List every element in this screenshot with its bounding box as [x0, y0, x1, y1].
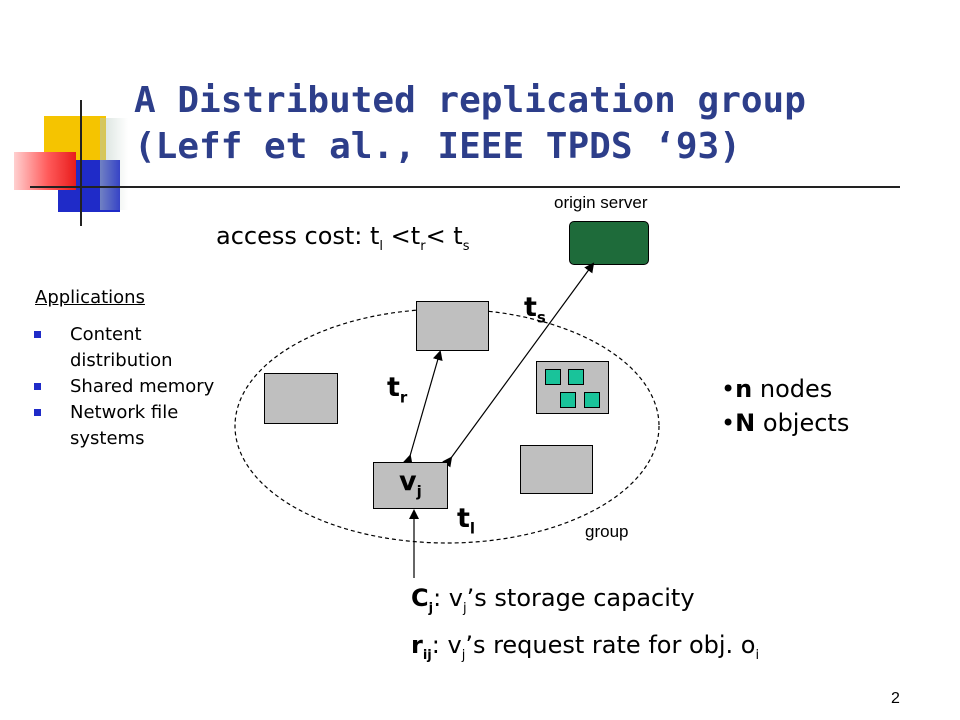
capacity-definitions: Cj: vj’s storage capacity rij: vj’s requ… [411, 580, 759, 674]
title-underline [30, 186, 900, 188]
node-vj [373, 462, 448, 509]
ts-main: t [524, 292, 537, 323]
info-line-nodes: •n nodes [721, 375, 833, 403]
nodes-info: •n nodes •N objects [721, 372, 849, 440]
list-item-text: Content distribution [70, 324, 173, 371]
origin-server-box [569, 221, 649, 265]
node-left [264, 373, 338, 424]
ts-label: ts [524, 292, 546, 326]
slide-title: A Distributed replication group (Leff et… [134, 78, 914, 170]
list-item: Shared memory [34, 374, 244, 400]
tl-label: tl [457, 503, 475, 537]
info-n: n [735, 375, 753, 403]
request-rate-line: rij: vj’s request rate for obj. oi [411, 627, 759, 674]
r-sub3: i [755, 647, 760, 663]
node-with-objects [536, 361, 609, 414]
info-objects-text: objects [755, 409, 850, 437]
c-sub: j [428, 600, 434, 616]
c-main: C [411, 584, 429, 612]
group-label: group [585, 522, 629, 541]
object-square [568, 369, 584, 385]
list-item-text: Network file systems [70, 402, 179, 449]
tr-arrow [402, 350, 443, 466]
decor-red-square [14, 152, 76, 190]
decor-vertical-line [80, 100, 82, 226]
vj-sub: j [416, 482, 422, 501]
r-main: r [411, 630, 423, 659]
list-item: Content distribution [34, 322, 244, 374]
page-number: 2 [891, 690, 900, 707]
info-nodes-text: nodes [752, 375, 833, 403]
tr-label: tr [387, 372, 407, 406]
object-square [545, 369, 561, 385]
tr-main: t [387, 372, 400, 403]
bullet-icon [34, 331, 41, 338]
title-line-1: A Distributed replication group [134, 80, 806, 121]
r-text-a: : v [431, 630, 462, 659]
list-item: Network file systems [34, 400, 244, 452]
origin-server-label: origin server [554, 193, 648, 212]
access-cost: access cost: tl <tr< ts [216, 222, 470, 254]
capacity-line: Cj: vj’s storage capacity [411, 580, 759, 627]
c-sub2: j [463, 600, 467, 616]
bullet-icon [34, 409, 41, 416]
access-cost-mid-1: <t [383, 222, 421, 250]
title-line-2: (Leff et al., IEEE TPDS ‘93) [134, 126, 741, 167]
applications-list: Content distribution Shared memory Netwo… [34, 322, 244, 452]
c-text-b: ’s storage capacity [466, 584, 695, 612]
tl-sub: l [469, 519, 476, 538]
tl-main: t [457, 503, 470, 534]
c-text-a: : v [433, 584, 464, 612]
decor-glow [100, 118, 128, 210]
r-sub: ij [422, 647, 432, 663]
info-N: N [735, 409, 756, 437]
tr-sub: r [399, 388, 408, 407]
ts-sub: s [536, 308, 546, 327]
access-cost-prefix: access cost: t [216, 222, 380, 250]
node-bottom-right [520, 445, 593, 494]
r-text-b: ’s request rate for obj. o [465, 630, 756, 659]
access-cost-mid-2: < t [425, 222, 463, 250]
r-sub2: j [461, 647, 466, 663]
info-line-objects: •N objects [721, 409, 850, 437]
access-cost-sub-s: s [462, 238, 470, 254]
ts-arrow [442, 262, 595, 468]
access-cost-sub-l: l [379, 238, 384, 254]
object-square [584, 392, 600, 408]
applications-heading: Applications [35, 287, 145, 308]
vj-label: vj [399, 466, 422, 500]
vj-main: v [399, 466, 417, 497]
list-item-text: Shared memory [70, 376, 215, 397]
node-top [416, 301, 489, 351]
object-square [560, 392, 576, 408]
bullet-icon [34, 383, 41, 390]
access-cost-sub-r: r [420, 238, 426, 254]
